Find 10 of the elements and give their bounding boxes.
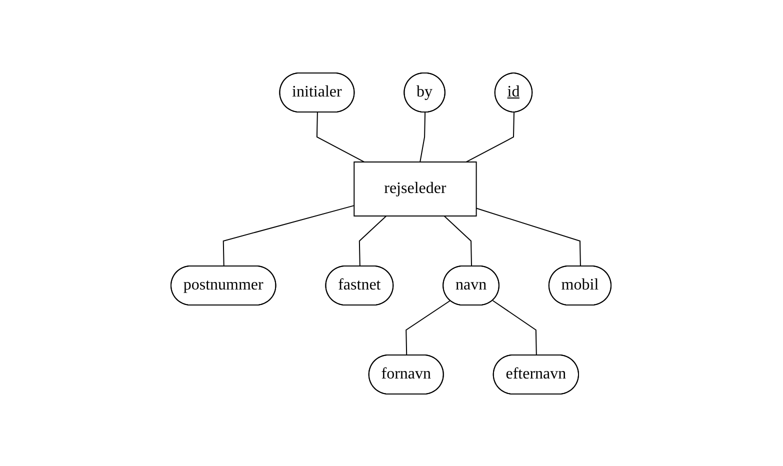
connector bbox=[223, 204, 356, 266]
node-box: rejseleder bbox=[354, 161, 478, 216]
connector bbox=[406, 300, 452, 356]
connector bbox=[492, 300, 538, 356]
connector bbox=[359, 215, 388, 266]
connector bbox=[444, 215, 472, 266]
connector bbox=[466, 112, 515, 162]
connector bbox=[316, 112, 366, 162]
connector bbox=[420, 112, 426, 162]
connector bbox=[476, 207, 582, 266]
